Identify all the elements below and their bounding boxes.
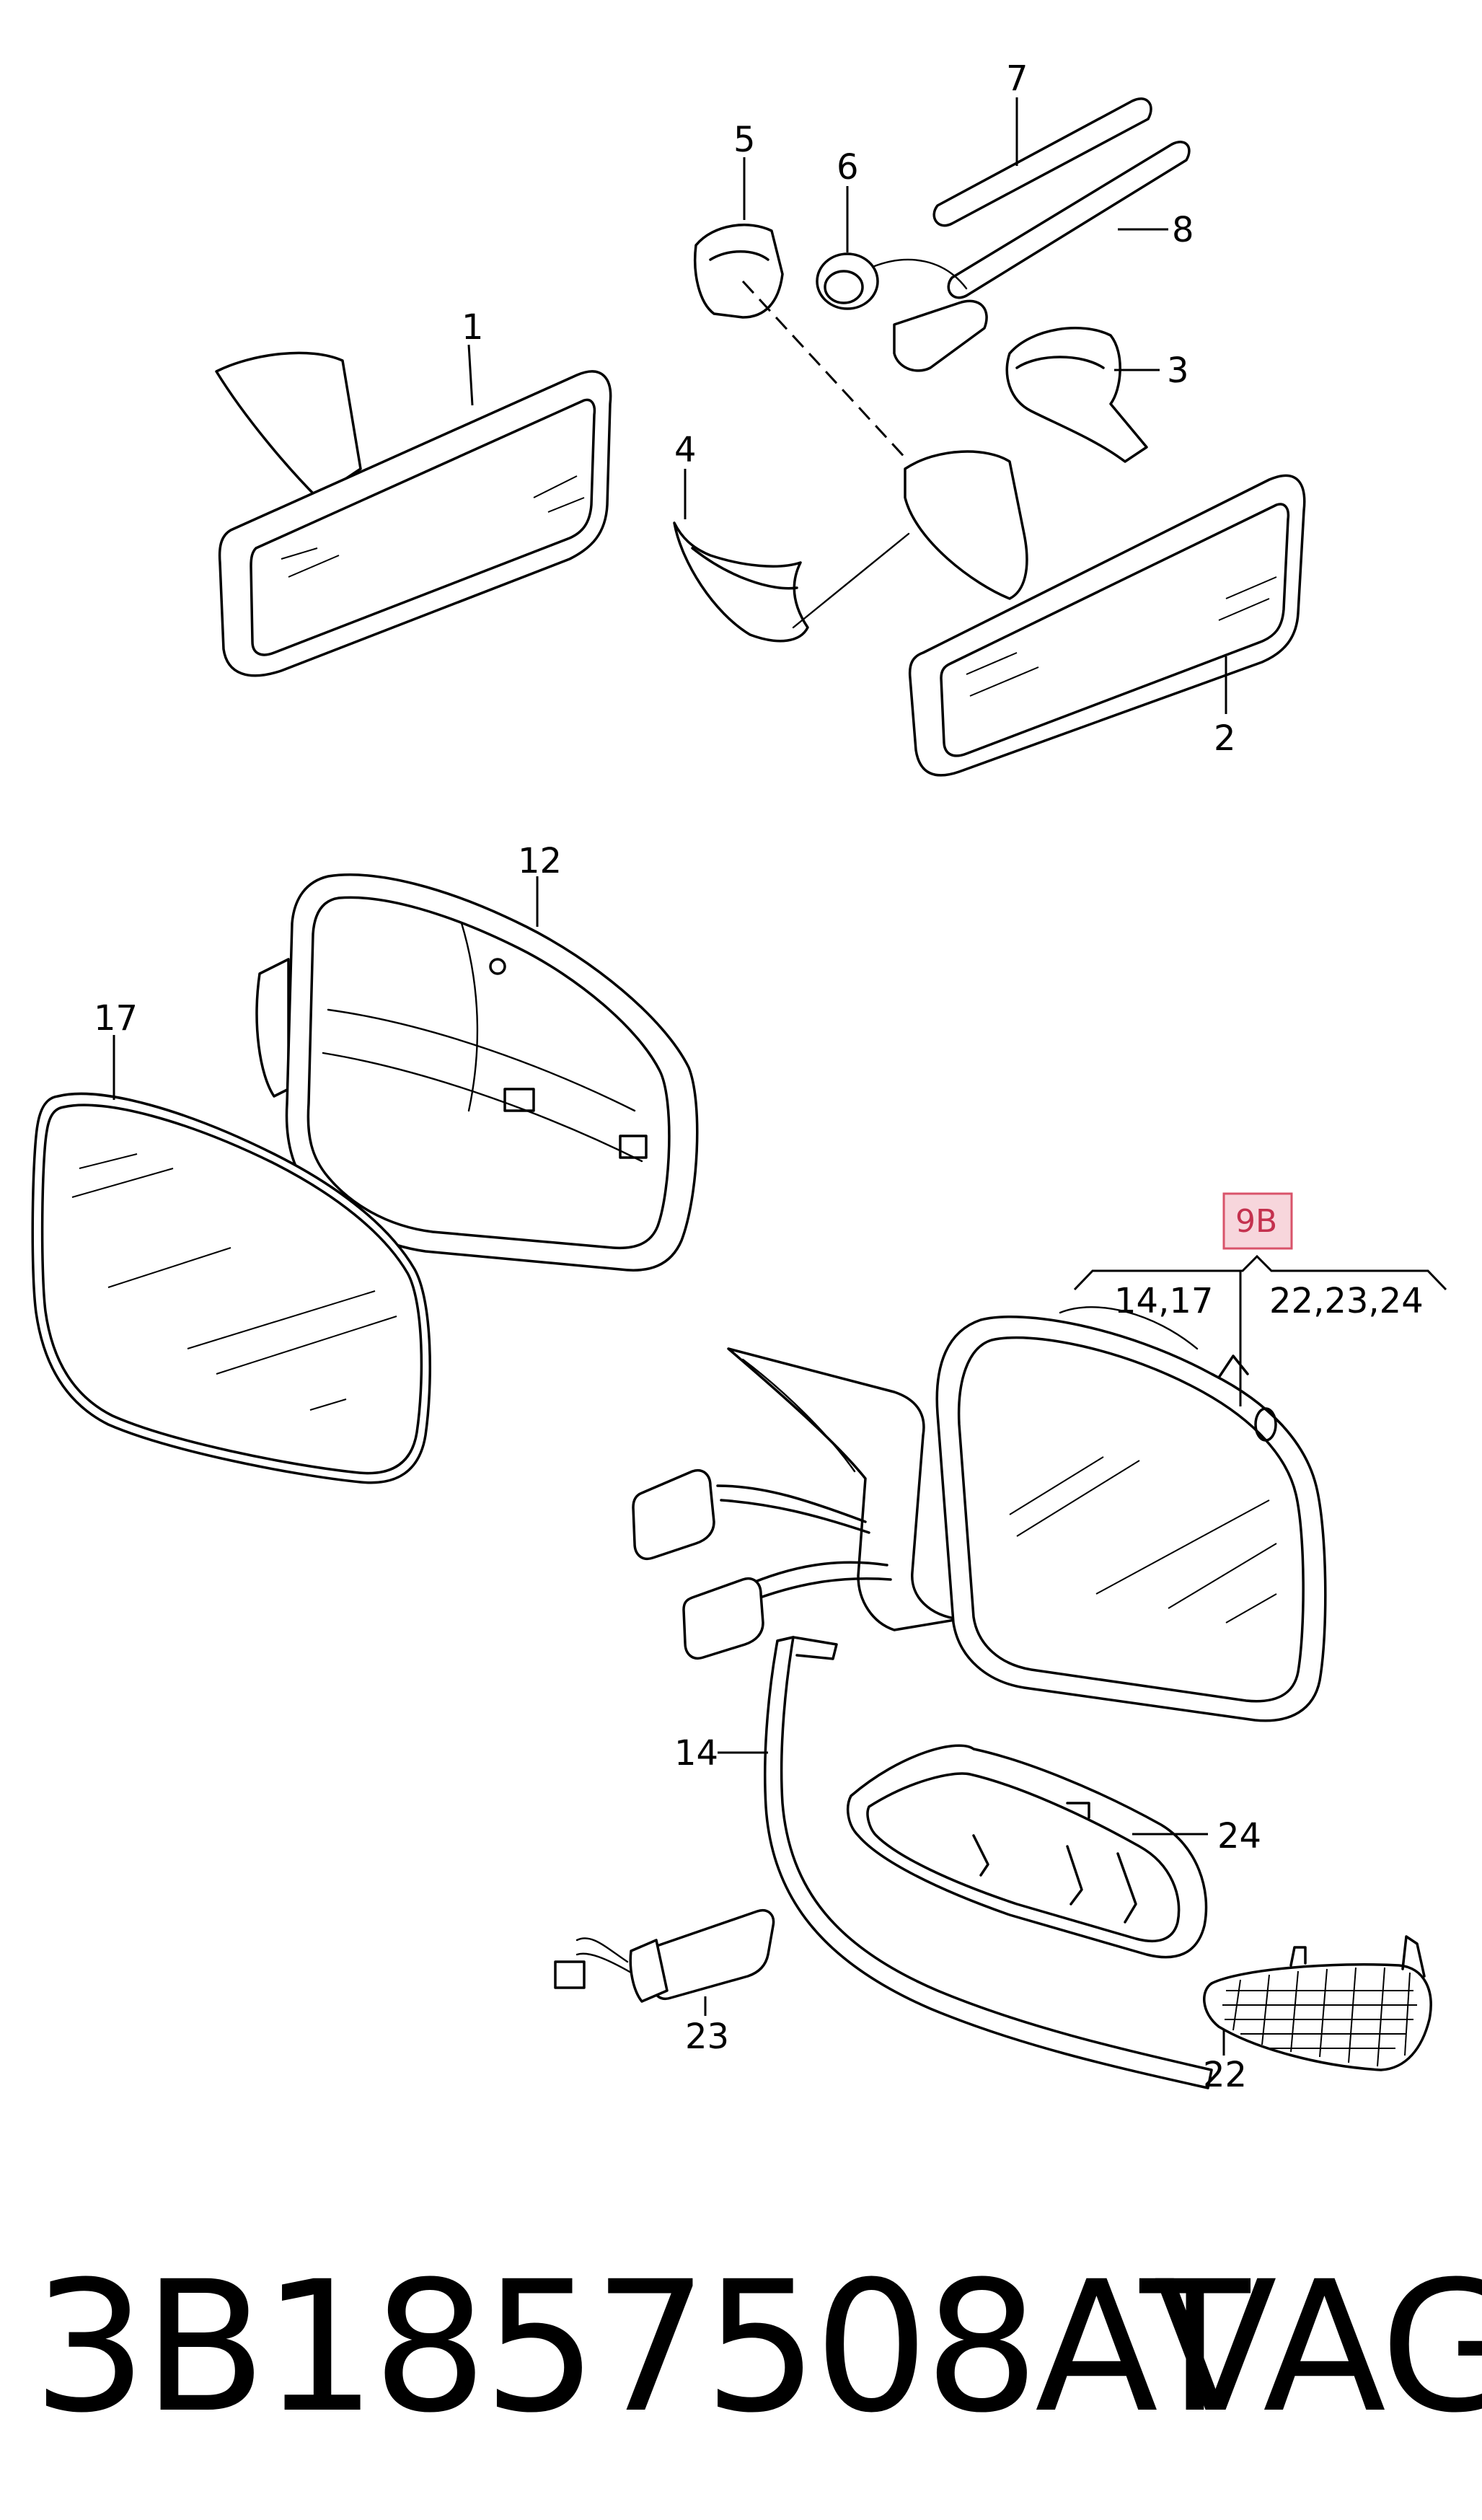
part-1-interior-mirror: 1: [215, 307, 612, 677]
part-22-indicator-lens: 22: [1203, 1935, 1432, 2095]
callout-9b-left: 14,17: [1114, 1281, 1213, 1321]
part-7-strip: 7: [932, 58, 1152, 227]
callout-17: 17: [94, 998, 138, 1039]
part-number-label: 3B1857508AT: [32, 2242, 1250, 2452]
part-4-trim-cover: 4: [673, 430, 809, 643]
callout-4: 4: [674, 430, 697, 470]
part-9b-exterior-mirror: 9B 14,17 22,23,24: [632, 1192, 1447, 1722]
callout-3: 3: [1167, 351, 1189, 391]
callout-5: 5: [733, 120, 756, 160]
part-8-cover-strip: 8: [871, 141, 1194, 372]
callout-24: 24: [1217, 1816, 1261, 1856]
callout-22: 22: [1203, 2055, 1247, 2095]
callout-23: 23: [685, 2017, 729, 2057]
leader-1: [467, 344, 474, 406]
brand-label: VAG: [1154, 2242, 1482, 2452]
part-12-mirror-housing: 12: [255, 841, 699, 1272]
callout-7: 7: [1006, 58, 1028, 99]
part-24-mirror-cover: 24: [846, 1744, 1261, 1959]
part-3-mirror-mount: 3: [1005, 327, 1189, 463]
part-6-sensor: 6: [816, 147, 879, 310]
part-2-interior-mirror: 2: [904, 450, 1306, 777]
part-17-mirror-glass: 17: [31, 998, 431, 1484]
assembly-line-4: [792, 532, 910, 629]
callout-2: 2: [1214, 718, 1236, 759]
callout-8: 8: [1172, 210, 1194, 250]
callout-12: 12: [518, 841, 562, 881]
callout-1: 1: [462, 307, 484, 348]
assembly-line-5: [741, 280, 910, 463]
part-23-signal-unit: 23: [554, 1909, 775, 2057]
bracket-9b: [1073, 1254, 1447, 1291]
callout-14: 14: [674, 1733, 718, 1774]
part-5-clip: 5: [693, 120, 784, 319]
callout-6: 6: [837, 147, 859, 188]
callout-9b: 9B: [1235, 1203, 1277, 1240]
callout-9b-badge: [1222, 1192, 1293, 1250]
part-14-seal-strip: 14: [674, 1636, 1213, 2089]
callout-9b-right: 22,23,24: [1269, 1281, 1424, 1321]
